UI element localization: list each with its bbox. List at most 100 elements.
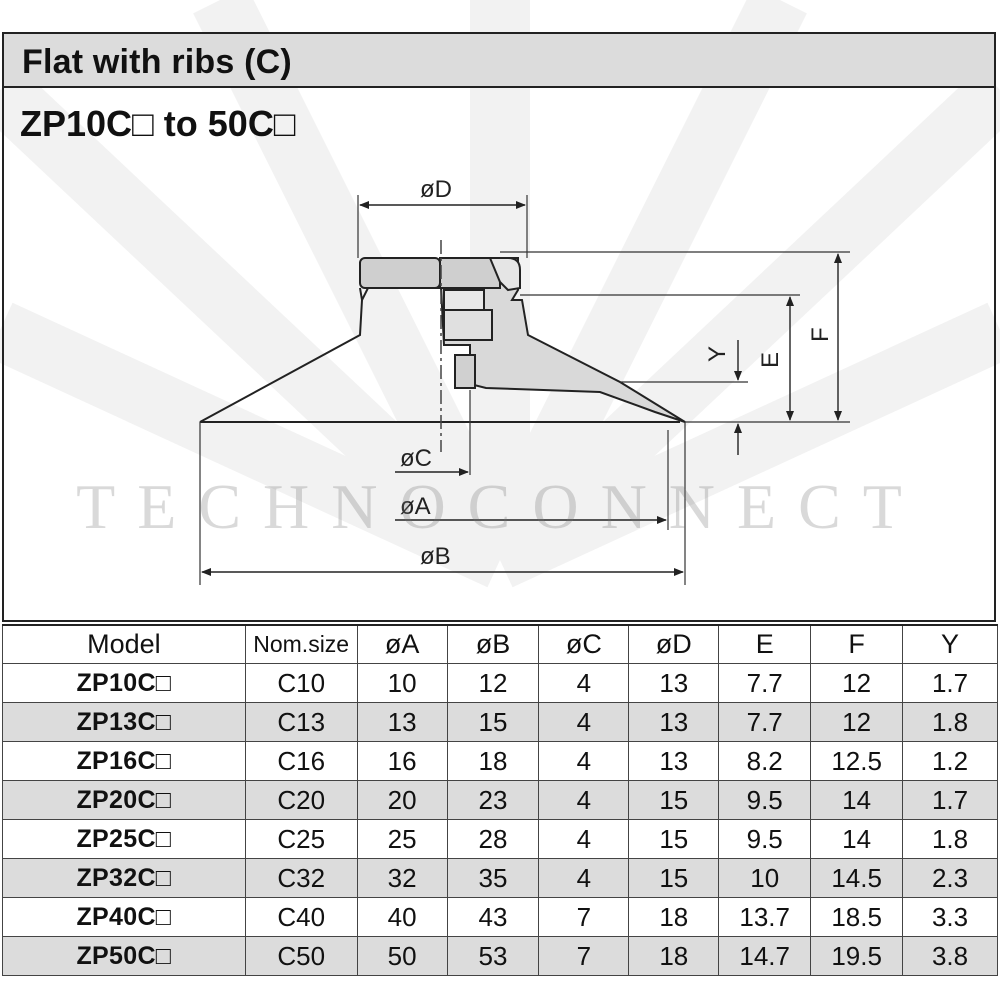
table-cell: 4: [538, 741, 630, 781]
header-cell: øD: [628, 624, 720, 664]
table-cell: 13.7: [718, 897, 812, 937]
table-cell: 32: [356, 858, 448, 898]
table-cell: 13: [356, 702, 448, 742]
header-cell: øB: [446, 624, 540, 664]
table-cell: 15: [628, 858, 720, 898]
table-cell: 35: [446, 858, 540, 898]
model-cell: ZP16C□: [2, 741, 246, 781]
table-cell: 3.8: [902, 936, 998, 976]
dim-label-e: E: [757, 352, 784, 368]
header-cell: Nom.size: [244, 624, 358, 664]
table-cell: 4: [538, 858, 630, 898]
table-cell: 9.5: [718, 780, 812, 820]
dim-label-b: øB: [420, 543, 451, 570]
table-cell: 1.7: [902, 663, 998, 703]
table-cell: 12.5: [810, 741, 904, 781]
table-cell: 12: [810, 702, 904, 742]
table-cell: 10: [356, 663, 448, 703]
table-cell: 43: [446, 897, 540, 937]
section-title: Flat with ribs (C): [22, 43, 292, 81]
table-cell: 7: [538, 897, 630, 937]
header-cell: E: [718, 624, 812, 664]
table-cell: 7: [538, 936, 630, 976]
table-cell: C20: [244, 780, 358, 820]
table-cell: 12: [446, 663, 540, 703]
table-cell: 4: [538, 663, 630, 703]
table-cell: 1.8: [902, 819, 998, 859]
model-cell: ZP20C□: [2, 780, 246, 820]
table-cell: 7.7: [718, 663, 812, 703]
table-cell: 9.5: [718, 819, 812, 859]
dim-label-y: Y: [704, 346, 731, 362]
table-cell: 50: [356, 936, 448, 976]
table-cell: 14: [810, 819, 904, 859]
table-cell: 12: [810, 663, 904, 703]
table-cell: 3.3: [902, 897, 998, 937]
pad-mount: [359, 257, 521, 389]
table-cell: 19.5: [810, 936, 904, 976]
table-cell: 15: [446, 702, 540, 742]
table-cell: C40: [244, 897, 358, 937]
table-cell: C10: [244, 663, 358, 703]
header-cell: øC: [538, 624, 630, 664]
table-cell: 13: [628, 702, 720, 742]
table-cell: 10: [718, 858, 812, 898]
model-cell: ZP50C□: [2, 936, 246, 976]
table-cell: C32: [244, 858, 358, 898]
table-cell: 4: [538, 780, 630, 820]
table-cell: 28: [446, 819, 540, 859]
table-cell: 1.7: [902, 780, 998, 820]
table-cell: 18: [628, 897, 720, 937]
table-cell: 20: [356, 780, 448, 820]
dim-label-f: F: [807, 327, 834, 342]
model-cell: ZP13C□: [2, 702, 246, 742]
dimensions-table: Model Nom.size øA øB øC øD E F Y ZP10C□C…: [2, 624, 998, 976]
table-cell: 14.7: [718, 936, 812, 976]
table-cell: 2.3: [902, 858, 998, 898]
table-cell: 8.2: [718, 741, 812, 781]
table-cell: 23: [446, 780, 540, 820]
dim-label-d: øD: [420, 176, 452, 203]
table-cell: C16: [244, 741, 358, 781]
table-cell: 18: [628, 936, 720, 976]
model-cell: ZP32C□: [2, 858, 246, 898]
table-cell: 4: [538, 819, 630, 859]
table-header-row: Model Nom.size øA øB øC øD E F Y: [2, 624, 998, 664]
table-cell: 16: [356, 741, 448, 781]
table-cell: 53: [446, 936, 540, 976]
header-cell: Model: [2, 624, 246, 664]
vacuum-pad-drawing: øD øC øA øB Y E F: [199, 176, 850, 585]
pad-outline: [199, 287, 680, 423]
table-cell: 15: [628, 819, 720, 859]
table-cell: 1.2: [902, 741, 998, 781]
table-cell: 13: [628, 741, 720, 781]
table-cell: 4: [538, 702, 630, 742]
model-cell: ZP10C□: [2, 663, 246, 703]
table-cell: 7.7: [718, 702, 812, 742]
table-cell: 40: [356, 897, 448, 937]
model-cell: ZP40C□: [2, 897, 246, 937]
model-range-subtitle: ZP10C□ to 50C□: [20, 103, 296, 144]
table-cell: 15: [628, 780, 720, 820]
table-cell: 18: [446, 741, 540, 781]
header-cell: F: [810, 624, 904, 664]
header-cell: Y: [902, 624, 998, 664]
table-cell: C25: [244, 819, 358, 859]
table-cell: 14.5: [810, 858, 904, 898]
header-cell: øA: [356, 624, 448, 664]
table-cell: 1.8: [902, 702, 998, 742]
table-cell: 25: [356, 819, 448, 859]
table-cell: C50: [244, 936, 358, 976]
dim-label-c: øC: [400, 445, 432, 472]
table-cell: 14: [810, 780, 904, 820]
table-cell: 18.5: [810, 897, 904, 937]
table-cell: C13: [244, 702, 358, 742]
